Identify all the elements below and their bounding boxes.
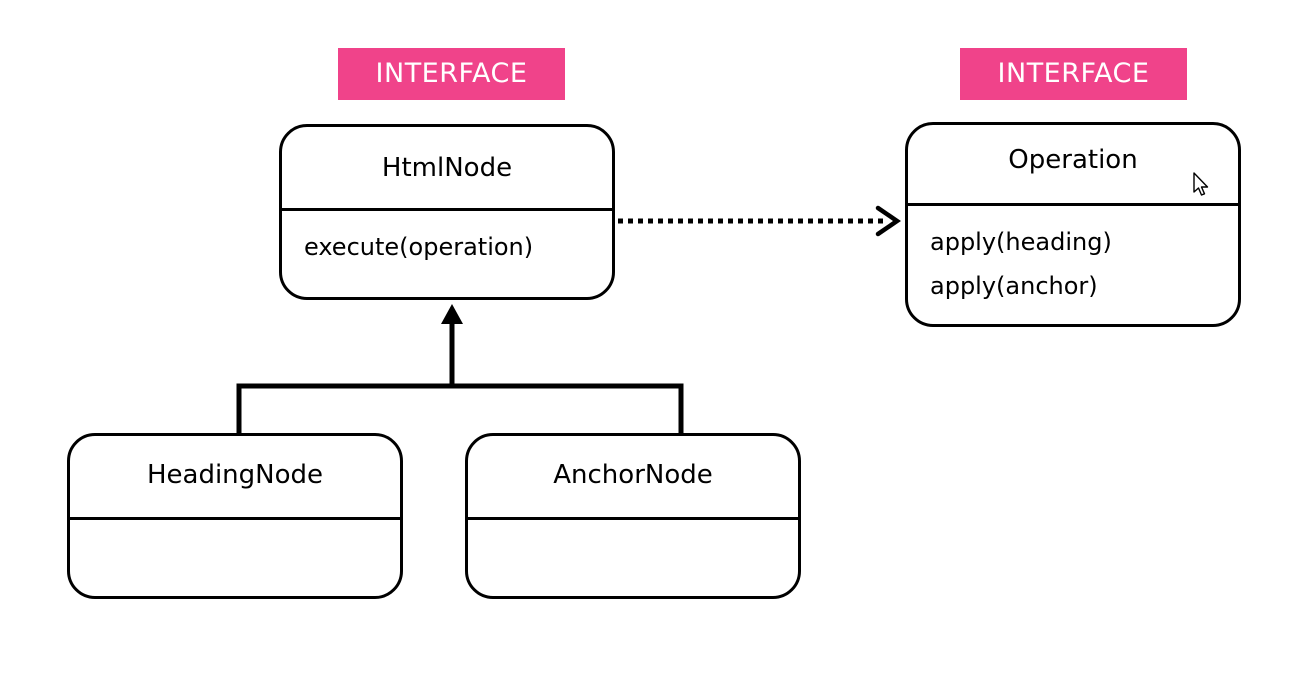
dependency-arrowhead-icon: [875, 205, 901, 237]
htmlnode-class-name: HtmlNode: [381, 153, 513, 183]
operation-method-apply-heading: apply(heading): [930, 228, 1112, 256]
htmlnode-divider: [282, 208, 612, 211]
htmlnode-class-box[interactable]: HtmlNode execute(operation): [279, 124, 615, 300]
anchornode-divider: [468, 517, 798, 520]
headingnode-class-box[interactable]: HeadingNode: [67, 433, 403, 599]
inheritance-branch-line: [236, 383, 684, 433]
operation-interface-badge: INTERFACE: [960, 48, 1187, 100]
headingnode-class-name: HeadingNode: [146, 460, 324, 490]
operation-methods: apply(heading) apply(anchor): [930, 220, 1228, 308]
anchornode-class-name: AnchorNode: [553, 460, 713, 490]
inheritance-arrowhead-icon: [441, 304, 463, 324]
operation-class-name: Operation: [1008, 145, 1138, 175]
operation-method-apply-anchor: apply(anchor): [930, 272, 1098, 300]
htmlnode-interface-badge: INTERFACE: [338, 48, 565, 100]
operation-class-box[interactable]: Operation apply(heading) apply(anchor): [905, 122, 1241, 327]
anchornode-class-box[interactable]: AnchorNode: [465, 433, 801, 599]
headingnode-divider: [70, 517, 400, 520]
mouse-cursor-icon: [1193, 172, 1209, 196]
operation-divider: [908, 203, 1238, 206]
htmlnode-method-execute: execute(operation): [304, 233, 534, 261]
htmlnode-methods: execute(operation): [304, 225, 602, 269]
